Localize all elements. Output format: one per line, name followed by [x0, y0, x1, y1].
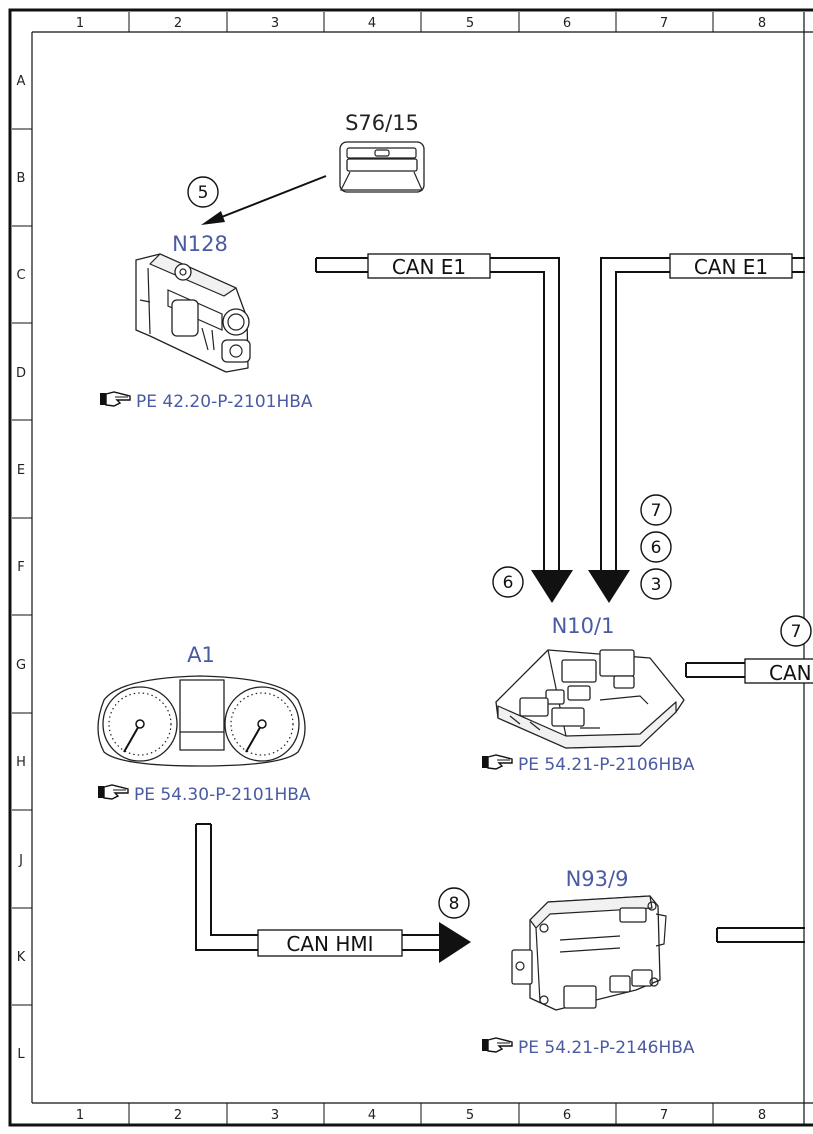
bus-label-box — [744, 658, 813, 684]
column-label: 4 — [368, 16, 376, 31]
row-ticks — [12, 128, 32, 1006]
bus-label: CAN HMI — [286, 932, 373, 956]
component-n10-1: N10/1 PE 54.21-P-2106HBA — [482, 614, 695, 775]
callout-circle — [640, 494, 672, 526]
callout-number: 6 — [503, 573, 514, 593]
row-label: K — [17, 950, 26, 965]
bus-label-box — [669, 253, 793, 279]
arrow-head-icon — [588, 570, 630, 603]
callout-circle — [780, 615, 812, 647]
reference-text[interactable]: PE 54.30-P-2101HBA — [134, 785, 311, 805]
bus-label: CAN E1 — [392, 255, 466, 279]
pointing-hand-icon — [98, 784, 129, 800]
reference-n128: PE 42.20-P-2101HBA — [100, 391, 313, 412]
control-unit-n128-icon — [135, 253, 251, 373]
callouts-n10-1-inputs: 7 6 3 6 — [492, 494, 672, 600]
bus-label-box — [257, 929, 403, 957]
column-label: 4 — [368, 1108, 376, 1123]
column-label: 1 — [76, 16, 84, 31]
row-label: J — [18, 853, 23, 868]
column-label: 2 — [174, 1108, 182, 1123]
component-code: N10/1 — [552, 614, 615, 638]
row-label: H — [16, 755, 26, 770]
column-ticks — [128, 12, 714, 1124]
component-code: A1 — [187, 643, 215, 667]
row-labels: A B C D E F G H J K L — [16, 74, 26, 1062]
connection-s76-to-n128: 5 — [187, 175, 327, 225]
column-label: 6 — [563, 16, 571, 31]
bus-can-e1-right: CAN E1 — [588, 253, 805, 603]
callout-circle — [438, 887, 470, 919]
column-label: 2 — [174, 16, 182, 31]
pointing-hand-icon — [482, 754, 513, 770]
sheet-frame — [8, 8, 813, 1127]
bus-label-box — [367, 253, 491, 279]
row-label: E — [17, 463, 25, 478]
callout-number: 3 — [651, 575, 662, 595]
column-label: 8 — [758, 16, 766, 31]
callout-circle — [640, 568, 672, 600]
control-unit-n93-9-icon — [511, 895, 667, 1011]
component-n128: N128 PE 42.20-P-2101HBA — [100, 232, 313, 412]
column-label: 6 — [563, 1108, 571, 1123]
reference-text[interactable]: PE 54.21-P-2106HBA — [518, 755, 695, 775]
row-label: G — [16, 658, 26, 673]
column-label: 7 — [660, 16, 668, 31]
column-label: 3 — [271, 16, 279, 31]
arrow-head-icon — [439, 922, 471, 963]
callout-number: 7 — [651, 501, 662, 521]
row-label: C — [16, 268, 25, 283]
column-label: 1 — [76, 1108, 84, 1123]
row-label: D — [16, 366, 26, 381]
pointing-hand-icon — [482, 1037, 513, 1053]
bus-can-e1-left: CAN E1 — [315, 253, 573, 603]
bus-can-hmi: CAN HMI 8 — [195, 823, 471, 963]
bus-label: CAN E1 — [694, 255, 768, 279]
reference-n93-9: PE 54.21-P-2146HBA — [482, 1037, 695, 1058]
row-label: B — [17, 171, 26, 186]
arrow-head-icon — [531, 570, 573, 603]
column-label: 8 — [758, 1108, 766, 1123]
reference-n10-1: PE 54.21-P-2106HBA — [482, 754, 695, 775]
bus-label: CAN — [769, 661, 812, 685]
column-labels-top: 1 2 3 4 5 6 7 8 — [76, 16, 766, 31]
row-label: F — [17, 560, 24, 575]
instrument-cluster-icon — [97, 675, 306, 767]
row-label: A — [17, 74, 26, 89]
pointing-hand-icon — [100, 391, 131, 407]
component-code: N128 — [172, 232, 228, 256]
row-label: L — [17, 1047, 25, 1062]
control-unit-n10-1-icon — [495, 649, 685, 749]
component-a1: A1 PE 54.30-P-2101HBA — [97, 643, 311, 805]
callout-circle — [492, 566, 524, 598]
reference-text[interactable]: PE 42.20-P-2101HBA — [136, 392, 313, 412]
reference-text[interactable]: PE 54.21-P-2146HBA — [518, 1038, 695, 1058]
callout-number: 7 — [791, 622, 802, 642]
callout-number: 5 — [198, 183, 209, 203]
component-code: S76/15 — [345, 111, 419, 135]
reference-a1: PE 54.30-P-2101HBA — [98, 784, 311, 805]
column-labels-bottom: 1 2 3 4 5 6 7 8 — [76, 1108, 766, 1123]
component-code: N93/9 — [566, 867, 629, 891]
column-label: 5 — [466, 1108, 474, 1123]
arrow-head-icon — [201, 211, 225, 225]
column-label: 7 — [660, 1108, 668, 1123]
bus-can-cut: CAN 7 — [685, 615, 813, 685]
bus-n93-9-out — [716, 927, 805, 943]
callout-circle — [640, 531, 672, 563]
callout-number: 8 — [449, 894, 460, 914]
component-n93-9: N93/9 PE 54.21-P-2146HBA — [482, 867, 695, 1058]
column-label: 3 — [271, 1108, 279, 1123]
switch-icon — [339, 141, 425, 193]
callout-circle — [187, 176, 219, 208]
component-s76-15: S76/15 — [339, 111, 425, 193]
callout-number: 6 — [651, 538, 662, 558]
column-label: 5 — [466, 16, 474, 31]
